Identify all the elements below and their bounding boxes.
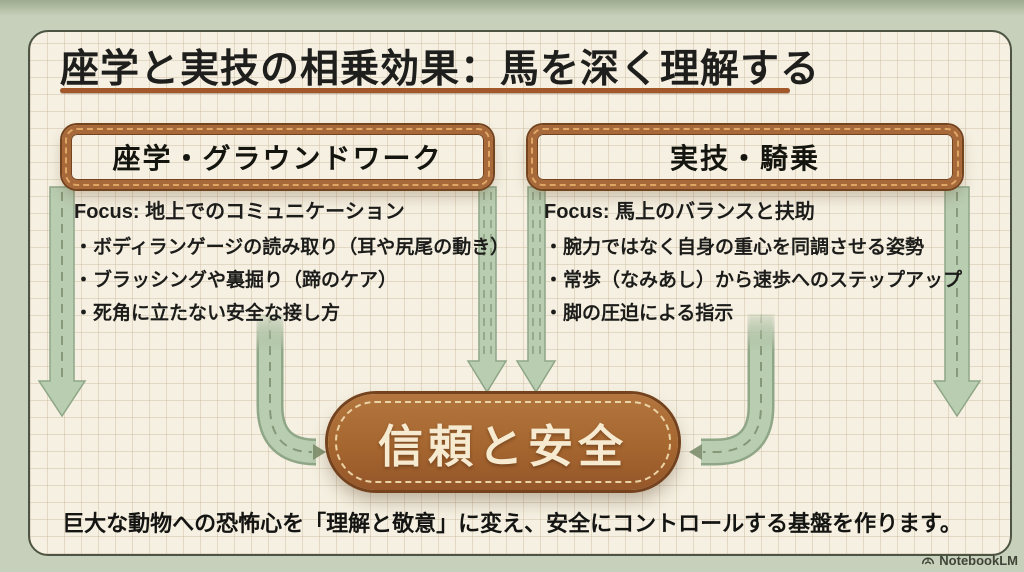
column-content-riding: Focus: 馬上のバランスと扶助 ・腕力ではなく自身の重心を同調させる姿勢 ・… [544,197,994,330]
summary-text: 巨大な動物への恐怖心を「理解と敬意」に変え、安全にコントロールする基盤を作ります… [62,511,962,536]
bullet-item: ・常歩（なみあし）から速歩へのステップアップ [544,270,963,291]
page-title: 座学と実技の相乗効果：馬を深く理解する [60,48,821,91]
focus-line: Focus: 馬上のバランスと扶助 [544,201,815,223]
notebooklm-attribution: NotebookLM [921,551,1018,569]
badge-label: 信頼と安全 [377,421,628,472]
column-header-label: 実技・騎乗 [669,144,820,175]
column-header-groundwork: 座学・グラウンドワーク [62,125,493,189]
column-content-groundwork: Focus: 地上でのコミュニケーション ・ボディランゲージの読み取り（耳や尻尾… [74,197,510,330]
focus-line: Focus: 地上でのコミュニケーション [74,201,405,223]
trust-safety-badge: 信頼と安全 [328,394,678,490]
column-header-riding: 実技・騎乗 [528,125,962,189]
title-underline [60,88,790,93]
notebooklm-wordmark: NotebookLM [939,552,1018,568]
bullet-item: ・ボディランゲージの読み取り（耳や尻尾の動き） [74,237,510,258]
column-header-label: 座学・グラウンドワーク [112,144,443,175]
bullet-item: ・腕力ではなく自身の重心を同調させる姿勢 [544,237,925,258]
notebooklm-icon [922,557,935,565]
bullet-item: ・ブラッシングや裏掘り（蹄のケア） [74,270,398,291]
bullet-item: ・死角に立たない安全な接し方 [74,303,341,324]
bullet-item: ・脚の圧迫による指示 [544,303,734,324]
